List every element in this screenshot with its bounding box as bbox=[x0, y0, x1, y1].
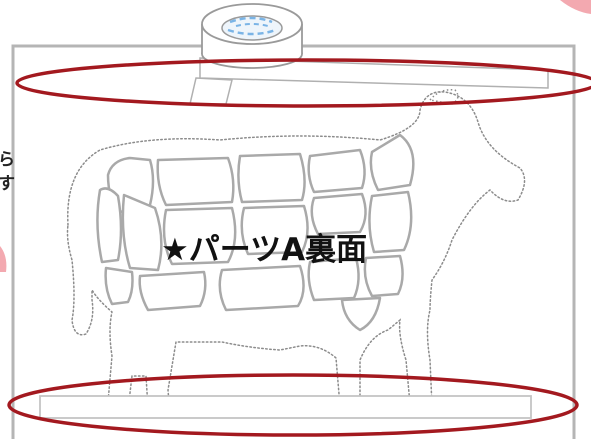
part-17 bbox=[340, 296, 382, 332]
side-text-line-1: ら bbox=[0, 150, 15, 170]
part-3 bbox=[237, 152, 306, 204]
side-text-line-2: す bbox=[0, 174, 15, 194]
part-label: ★パーツA裏面 bbox=[161, 232, 368, 268]
part-16 bbox=[363, 254, 404, 298]
part-5 bbox=[369, 133, 415, 192]
tape-strip-top bbox=[199, 57, 549, 89]
part-13 bbox=[138, 270, 207, 312]
meat-cut-parts bbox=[96, 133, 415, 332]
tape-end-flap bbox=[189, 77, 233, 105]
part-4 bbox=[307, 148, 366, 194]
part-6 bbox=[96, 187, 123, 264]
part-2 bbox=[156, 156, 235, 207]
part-8 bbox=[162, 206, 237, 266]
part-12 bbox=[104, 266, 134, 306]
part-9 bbox=[240, 204, 309, 256]
part-15 bbox=[307, 256, 360, 302]
highlight-ellipse-bottom bbox=[7, 373, 579, 437]
tape-strip-bottom bbox=[39, 395, 532, 419]
highlight-ellipse-top bbox=[15, 58, 591, 108]
part-10 bbox=[310, 192, 367, 236]
part-7 bbox=[121, 193, 163, 272]
corner-accent-top-right bbox=[560, 0, 591, 14]
part-11 bbox=[368, 190, 413, 254]
part-14 bbox=[218, 264, 305, 312]
corner-accent-left bbox=[0, 246, 7, 272]
cow-horn-icon bbox=[428, 88, 459, 105]
